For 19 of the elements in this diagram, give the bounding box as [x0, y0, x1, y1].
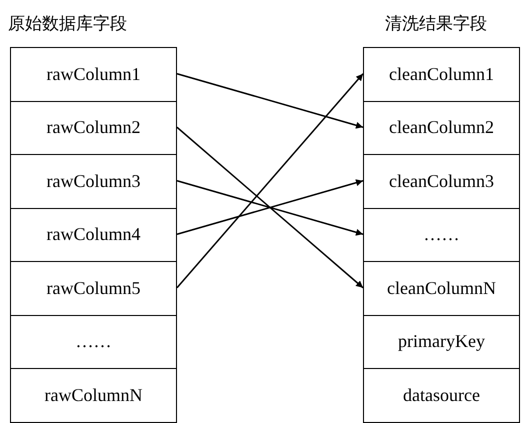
field-cell: datasource	[364, 369, 519, 422]
field-cell: primaryKey	[364, 316, 519, 369]
table-heading: 原始数据库字段	[8, 13, 127, 36]
field-cell: rawColumn1	[11, 48, 176, 102]
table-heading: 清洗结果字段	[385, 13, 487, 36]
arrow	[176, 126, 364, 288]
field-cell: rawColumnN	[11, 369, 176, 422]
field-cell: rawColumn2	[11, 102, 176, 155]
field-cell: ……	[364, 208, 519, 262]
field-cell: rawColumn5	[11, 262, 176, 316]
arrow	[176, 73, 364, 288]
field-cell: cleanColumn3	[364, 155, 519, 208]
field-cell: cleanColumnN	[364, 262, 519, 316]
field-cell: cleanColumn2	[364, 102, 519, 155]
field-cell: ……	[11, 316, 176, 369]
arrow	[176, 73, 364, 129]
field-cell: rawColumn3	[11, 155, 176, 208]
field-cell: cleanColumn1	[364, 48, 519, 102]
field-cell: rawColumn4	[11, 208, 176, 262]
